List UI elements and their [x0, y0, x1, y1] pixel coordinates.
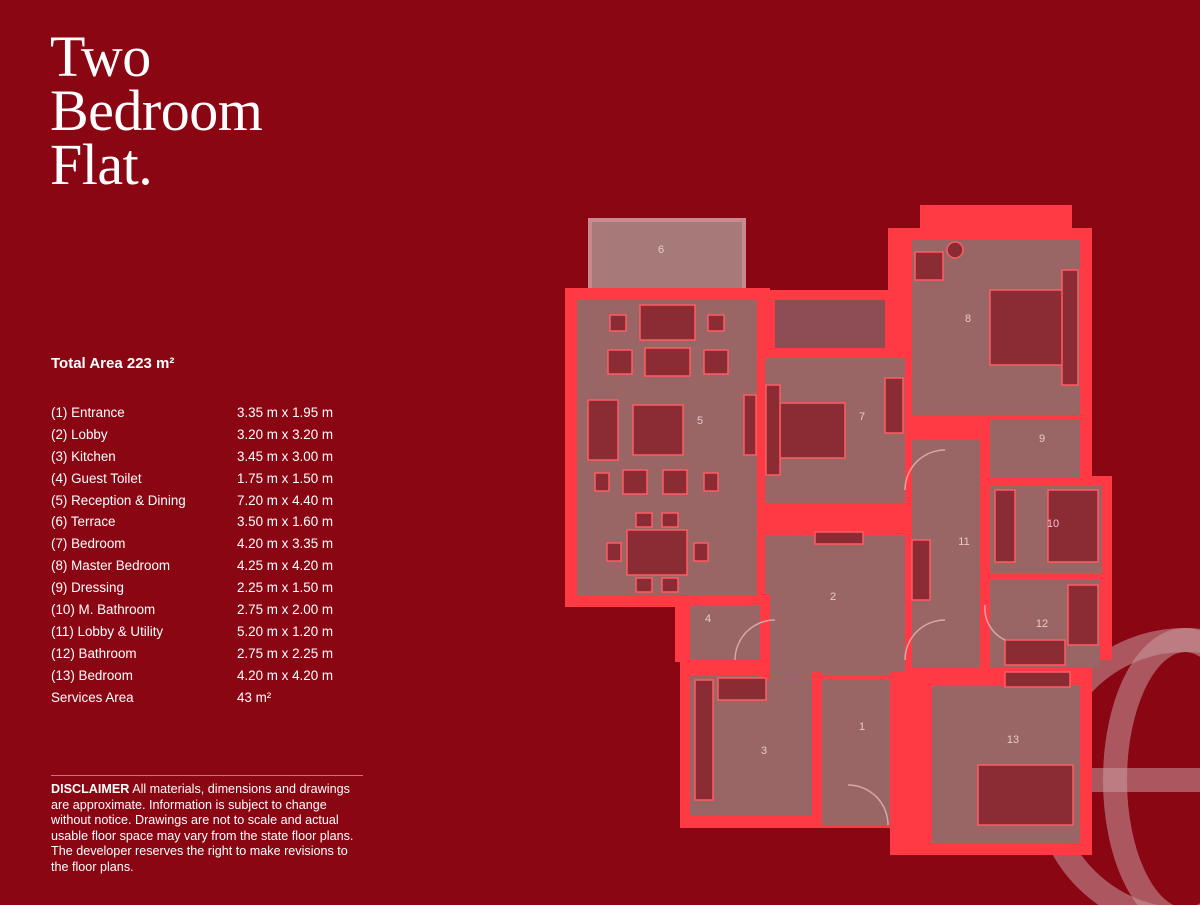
room-size: 5.20 m x 1.20 m: [237, 623, 334, 639]
room-name: (1) Entrance: [51, 405, 125, 420]
room-label-11: 11: [958, 536, 969, 548]
room-row: (13) Bedroom 4.20 m x 4.20 m: [51, 665, 371, 687]
room-name: (12) Bathroom: [51, 645, 137, 661]
room-row: (2) Lobby 3.20 m x 3.20 m: [51, 424, 371, 446]
disclaimer-text: All materials, dimensions and drawings a…: [51, 782, 354, 874]
room-row: (4) Guest Toilet 1.75 m x 1.50 m: [51, 468, 371, 490]
title-line: Bedroom: [50, 78, 263, 143]
room-name: (6) Terrace: [51, 514, 116, 530]
room-name: (10) M. Bathroom: [51, 602, 156, 618]
room-name: (4) Guest Toilet: [51, 470, 142, 486]
furniture: [587, 241, 1099, 826]
room-label-9: 9: [1039, 433, 1045, 445]
room-name: (8) Master Bedroom: [51, 558, 171, 574]
room-name: (5) Reception & Dining: [51, 492, 186, 508]
room-size: 43 m²: [237, 689, 272, 705]
room-row: (11) Lobby & Utility 5.20 m x 1.20 m: [51, 621, 371, 643]
room-row: (12) Bathroom 2.75 m x 2.25 m: [51, 643, 371, 665]
title-line: Two: [50, 24, 151, 89]
room-row: (1) Entrance 3.35 m x 1.95 m: [51, 402, 371, 424]
room-size: 1.75 m x 1.50 m: [237, 470, 334, 486]
title-line: Flat.: [50, 132, 153, 197]
room-row: (7) Bedroom 4.20 m x 3.35 m: [51, 533, 371, 555]
room-size: 4.20 m x 3.35 m: [237, 536, 334, 552]
divider: [51, 775, 363, 776]
room-row: (9) Dressing 2.25 m x 1.50 m: [51, 577, 371, 599]
room-name: (9) Dressing: [51, 580, 124, 596]
room-name: (13) Bedroom: [51, 667, 133, 683]
room-size: 3.35 m x 1.95 m: [237, 405, 334, 420]
room-label-8: 8: [965, 313, 971, 325]
room-size: 3.45 m x 3.00 m: [237, 448, 334, 464]
room-size: 2.75 m x 2.00 m: [237, 602, 334, 618]
room-size: 2.25 m x 1.50 m: [237, 580, 334, 596]
room-name: Services Area: [51, 689, 134, 705]
room-label-7: 7: [859, 411, 865, 423]
disclaimer: DISCLAIMER All materials, dimensions and…: [51, 782, 366, 876]
page-title: Two Bedroom Flat.: [50, 24, 263, 197]
room-row: (10) M. Bathroom 2.75 m x 2.00 m: [51, 599, 371, 621]
room-label-2: 2: [830, 591, 836, 603]
room-row: (5) Reception & Dining 7.20 m x 4.40 m: [51, 490, 371, 512]
room-schedule: (1) Entrance 3.35 m x 1.95 m (2) Lobby 3.2…: [51, 402, 371, 708]
room-label-1: 1: [859, 721, 865, 733]
room-name: (2) Lobby: [51, 426, 108, 442]
room-label-5: 5: [697, 415, 703, 427]
room-size: 2.75 m x 2.25 m: [237, 645, 334, 661]
room-labels: 1 2 3 4 5 6 7 8 9 10 11 12 13: [658, 244, 1059, 757]
room-row: (3) Kitchen 3.45 m x 3.00 m: [51, 446, 371, 468]
interior-walls: [680, 240, 1100, 848]
room-label-3: 3: [761, 745, 767, 757]
room-label-6: 6: [658, 244, 664, 256]
room-size: 4.25 m x 4.20 m: [237, 558, 334, 574]
terrace: [588, 218, 746, 292]
room-label-12: 12: [1036, 618, 1048, 630]
room-size: 7.20 m x 4.40 m: [237, 492, 334, 508]
room-size: 4.20 m x 4.20 m: [237, 667, 334, 683]
room-label-10: 10: [1047, 518, 1059, 530]
room-label-13: 13: [1007, 734, 1019, 746]
room-row: (8) Master Bedroom 4.25 m x 4.20 m: [51, 555, 371, 577]
disclaimer-heading: DISCLAIMER: [51, 782, 130, 796]
room-row: (6) Terrace 3.50 m x 1.60 m: [51, 511, 371, 533]
room-name: (11) Lobby & Utility: [51, 623, 164, 639]
room-row: Services Area 43 m²: [51, 687, 371, 709]
room-name: (7) Bedroom: [51, 536, 126, 552]
room-size: 3.50 m x 1.60 m: [237, 514, 334, 530]
room-name: (3) Kitchen: [51, 448, 116, 464]
total-area: Total Area 223 m²: [51, 355, 175, 372]
room-size: 3.20 m x 3.20 m: [237, 426, 334, 442]
room-label-4: 4: [705, 613, 711, 625]
door-swings: [734, 449, 1006, 826]
